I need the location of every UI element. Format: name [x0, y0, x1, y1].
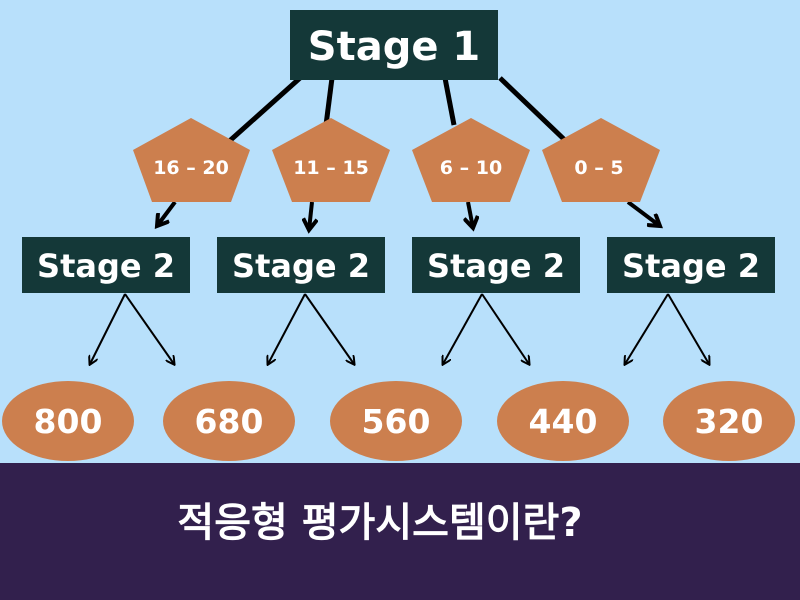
stage2-label: Stage 2 [427, 247, 565, 285]
stage2-box: Stage 2 [22, 237, 190, 293]
score-ellipse: 320 [663, 381, 795, 461]
range-pentagon: 6 – 10 [412, 118, 530, 202]
score-label: 800 [34, 402, 103, 441]
range-arrows [157, 200, 660, 230]
range-pentagon: 0 – 5 [542, 118, 660, 202]
range-pentagon: 11 – 15 [272, 118, 390, 202]
range-pentagon: 16 – 20 [133, 118, 250, 202]
stage2-box: Stage 2 [412, 237, 580, 293]
stage2-label: Stage 2 [622, 247, 760, 285]
range-label: 16 – 20 [153, 157, 229, 179]
stage1-box: Stage 1 [290, 10, 498, 80]
score-arrows [90, 293, 709, 364]
score-label: 560 [362, 402, 431, 441]
stage2-label: Stage 2 [37, 247, 175, 285]
stage2-box: Stage 2 [607, 237, 775, 293]
stage2-box: Stage 2 [217, 237, 385, 293]
caption-band [0, 463, 800, 600]
adaptive-test-diagram: Stage 1 16 – 20 11 – 15 6 – 10 0 – 5 Sta… [2, 10, 795, 461]
score-ellipse: 440 [497, 381, 629, 461]
range-label: 11 – 15 [293, 157, 369, 179]
range-label: 6 – 10 [440, 157, 502, 179]
score-label: 320 [695, 402, 764, 441]
stage2-label: Stage 2 [232, 247, 370, 285]
connector-lines [223, 76, 572, 147]
score-label: 440 [529, 402, 598, 441]
caption-title: 적응형 평가시스템이란? [177, 500, 583, 546]
range-label: 0 – 5 [574, 157, 623, 179]
score-ellipse: 560 [330, 381, 462, 461]
score-ellipse: 800 [2, 381, 134, 461]
score-ellipse: 680 [163, 381, 295, 461]
stage1-label: Stage 1 [308, 24, 480, 70]
score-label: 680 [195, 402, 264, 441]
